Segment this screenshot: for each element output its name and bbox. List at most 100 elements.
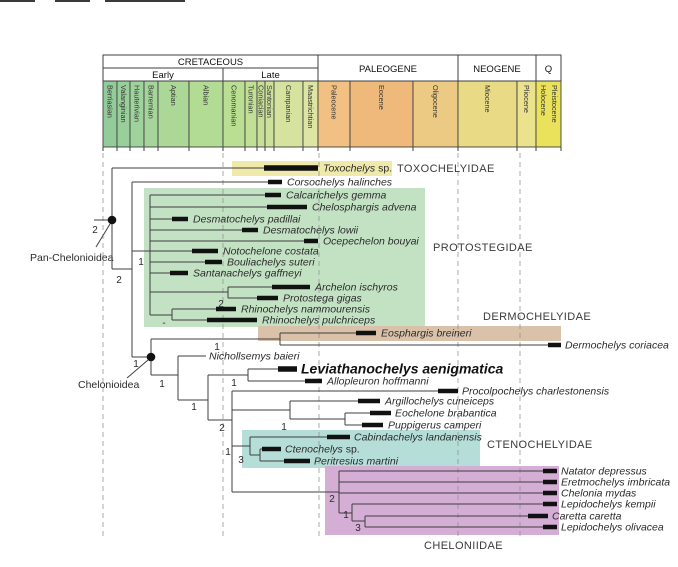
- taxon-label: Calcarichelys gemma: [286, 190, 387, 202]
- node-support-label: 3: [355, 523, 361, 534]
- clade-name-label: PROTOSTEGIDAE: [433, 242, 533, 254]
- top-edge-artifact: [0, 0, 35, 2]
- tip-range-bar: [304, 238, 318, 244]
- node-circle: [146, 352, 156, 362]
- stage-label: Maastrichtian: [306, 85, 315, 128]
- epoch-label: Early: [152, 70, 174, 81]
- taxon-label: Leviathanochelys aenigmatica: [301, 361, 504, 377]
- taxon-label: Toxochelys sp.: [323, 163, 392, 175]
- node-support-label: 2: [219, 423, 225, 434]
- tip-range-bar: [170, 270, 188, 276]
- tip-range-bar: [438, 388, 458, 394]
- node-support-label: 1: [191, 402, 197, 413]
- tip-range-bar: [305, 378, 322, 384]
- stage-label: Turonian: [247, 85, 256, 114]
- node-support-label: 1: [138, 257, 144, 268]
- tip-range-bar: [257, 295, 278, 301]
- clade-name-label: DERMOCHELYIDAE: [483, 311, 591, 323]
- ctenochelyidae-box: [242, 430, 480, 468]
- tip-range-bar: [242, 227, 258, 233]
- tip-range-bar: [358, 398, 380, 404]
- epoch-label: Late: [261, 70, 280, 81]
- clade-name-label: CTENOCHELYIDAE: [487, 439, 593, 451]
- tip-range-bar: [543, 468, 557, 474]
- node-support-label: 2: [218, 299, 224, 310]
- taxon-label: Santanachelys gaffneyi: [193, 268, 302, 280]
- taxon-label: Eosphargis breineri: [381, 328, 472, 340]
- taxon-label: Desmatochelys lowii: [263, 225, 359, 237]
- tip-range-bar: [362, 422, 383, 428]
- taxon-label: Rhinochelys pulchriceps: [262, 315, 376, 327]
- taxon-label: Dermochelys coriacea: [565, 340, 669, 352]
- stage-label: Miocene: [483, 85, 492, 113]
- taxon-label: Allopleuron hoffmanni: [326, 376, 429, 388]
- node-support-label: 1: [159, 379, 165, 390]
- node-support-label: 2: [92, 225, 98, 236]
- node-circle: [107, 215, 117, 225]
- node-support-label: 2: [116, 275, 122, 286]
- stage-cell: [349, 80, 414, 148]
- node-support-label: 3: [238, 455, 244, 466]
- stage-cell: [157, 80, 190, 148]
- taxon-label: Eochelone brabantica: [395, 408, 497, 420]
- tip-range-bar: [207, 317, 257, 323]
- stage-label: Albian: [202, 85, 211, 105]
- stage-label: Campanian: [284, 85, 293, 122]
- taxon-label: Lepidochelys kempii: [561, 499, 656, 511]
- tip-range-bar: [543, 479, 557, 485]
- node-support-label: 1: [225, 447, 231, 458]
- tip-range-bar: [192, 248, 218, 254]
- label-pointer-line: [126, 359, 149, 379]
- clade-name-label: CHELONIIDAE: [424, 540, 503, 552]
- stage-label: Pliocene: [522, 85, 531, 113]
- tip-range-bar: [327, 434, 350, 440]
- taxon-label: Natator depressus: [561, 466, 648, 478]
- top-edge-artifact: [55, 0, 90, 2]
- tip-range-bar: [267, 204, 307, 210]
- tip-range-bar: [205, 259, 222, 265]
- taxon-label: Ocepechelon bouyai: [323, 236, 419, 248]
- side-clade-label: Pan-Chelonioidea: [30, 252, 114, 264]
- taxon-label: Desmatochelys padillai: [193, 214, 301, 226]
- taxon-label: Archelon ischyros: [314, 282, 399, 294]
- taxon-label: Chelosphargis advena: [312, 202, 417, 214]
- side-clade-label: Chelonioidea: [78, 379, 139, 391]
- tip-range-bar: [264, 165, 318, 171]
- node-support-label: 1: [281, 422, 287, 433]
- stage-label: Pleistocene: [550, 85, 559, 123]
- tip-range-bar: [216, 306, 236, 312]
- taxon-label: Nichollsemys baieri: [209, 351, 300, 363]
- stage-label: Berriasian: [106, 85, 115, 118]
- period-label: CRETACEOUS: [178, 57, 243, 68]
- node-support-label: 1: [343, 510, 349, 521]
- taxon-label: Notochelone costata: [223, 246, 319, 258]
- label-pointer-line: [95, 223, 111, 248]
- period-label: Q: [545, 64, 552, 75]
- taxon-label: Chelonia mydas: [561, 488, 637, 500]
- node-support-label: 1: [231, 378, 237, 389]
- stage-cell: [535, 80, 562, 148]
- period-label: PALEOGENE: [359, 64, 417, 75]
- tip-range-bar: [528, 513, 548, 519]
- period-cell: [535, 54, 562, 82]
- taxon-label: Puppigerus camperi: [388, 420, 482, 432]
- node-support-label: 2: [329, 494, 335, 505]
- period-label: NEOGENE: [473, 64, 521, 75]
- tip-range-bar: [543, 490, 557, 496]
- stage-label: Holocene: [539, 85, 548, 116]
- stage-label: Barremian: [147, 85, 156, 119]
- stage-label: Valanginian: [119, 85, 128, 123]
- stage-label: Eocene: [377, 85, 386, 110]
- tip-range-bar: [265, 192, 281, 198]
- tip-range-bar: [262, 446, 281, 452]
- tip-range-bar: [172, 216, 188, 222]
- dermochelyidae-box: [258, 326, 561, 341]
- taxon-label: Eretmochelys imbricata: [561, 477, 670, 489]
- taxon-label: Ctenochelys sp.: [285, 444, 360, 456]
- node-support-label: 1: [133, 359, 139, 370]
- taxon-label: Corsochelys halinches: [287, 177, 393, 189]
- tip-range-bar: [284, 458, 310, 464]
- taxon-label: Procolpochelys charlestonensis: [462, 386, 610, 398]
